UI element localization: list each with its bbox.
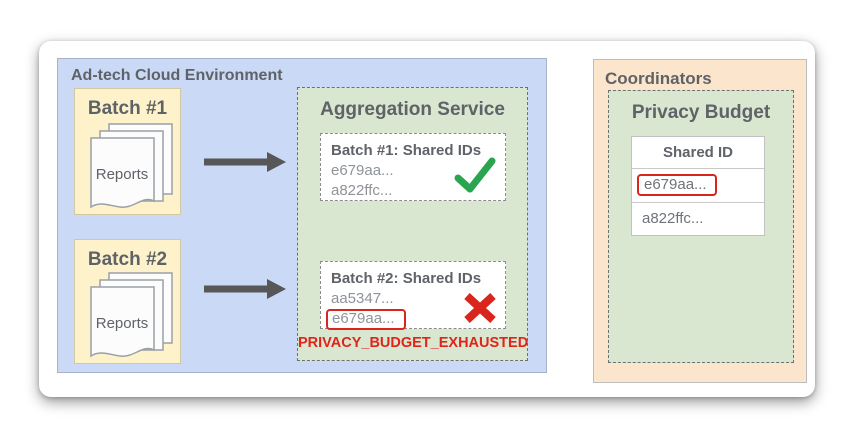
batch-2-title: Batch #2 xyxy=(87,249,168,270)
batch-1-box: Batch #1 Reports xyxy=(74,88,181,215)
coordinators-panel: Coordinators Privacy Budget Shared ID e6… xyxy=(593,59,807,383)
coordinators-label: Coordinators xyxy=(605,69,712,88)
adtech-environment-label: Ad-tech Cloud Environment xyxy=(71,67,283,84)
shared-id-table: Shared ID e679aa... a822ffc... xyxy=(631,136,765,236)
batch-1-title: Batch #1 xyxy=(87,98,168,119)
batch-2-box: Batch #2 Reports xyxy=(74,239,181,364)
batch-1-result-box: Batch #1: Shared IDs e679aa... a822ffc..… xyxy=(320,133,506,201)
error-cross-icon xyxy=(464,293,496,323)
diagram-card: Ad-tech Cloud Environment Batch #1 Repor… xyxy=(39,41,815,397)
reports-stack-icon: Reports xyxy=(90,272,173,358)
aggregation-service-title: Aggregation Service xyxy=(320,99,505,120)
shared-id-table-row: e679aa... xyxy=(632,169,764,202)
success-check-icon xyxy=(454,157,496,193)
aggregation-service-panel: Aggregation Service Batch #1: Shared IDs… xyxy=(297,87,528,361)
batch-2-result-title: Batch #2: Shared IDs xyxy=(331,270,482,287)
batch-2-reports-label: Reports xyxy=(96,315,149,332)
batch-2-flow-arrow-icon xyxy=(204,279,286,299)
batch-1-flow-arrow-icon xyxy=(204,152,286,172)
privacy-budget-title: Privacy Budget xyxy=(631,102,771,123)
adtech-environment-panel: Ad-tech Cloud Environment Batch #1 Repor… xyxy=(57,58,547,373)
privacy-budget-panel: Privacy Budget Shared ID e679aa... a822f… xyxy=(608,90,794,363)
batch-1-result-title: Batch #1: Shared IDs xyxy=(331,142,482,159)
shared-id-table-row: a822ffc... xyxy=(632,202,764,235)
shared-id-table-header: Shared ID xyxy=(632,137,764,169)
reports-stack-icon: Reports xyxy=(90,123,173,209)
batch-1-reports-label: Reports xyxy=(96,166,149,183)
shared-id-value: a822ffc... xyxy=(331,182,393,199)
privacy-budget-exhausted-label: PRIVACY_BUDGET_EXHAUSTED xyxy=(298,335,529,351)
duplicate-id-highlight: e679aa... xyxy=(326,309,406,330)
shared-id-value: e679aa... xyxy=(331,162,394,179)
batch-2-result-box: Batch #2: Shared IDs aa5347... e679aa... xyxy=(320,261,506,330)
exhausted-id-highlight: e679aa... xyxy=(637,174,717,196)
shared-id-value: aa5347... xyxy=(331,290,394,307)
